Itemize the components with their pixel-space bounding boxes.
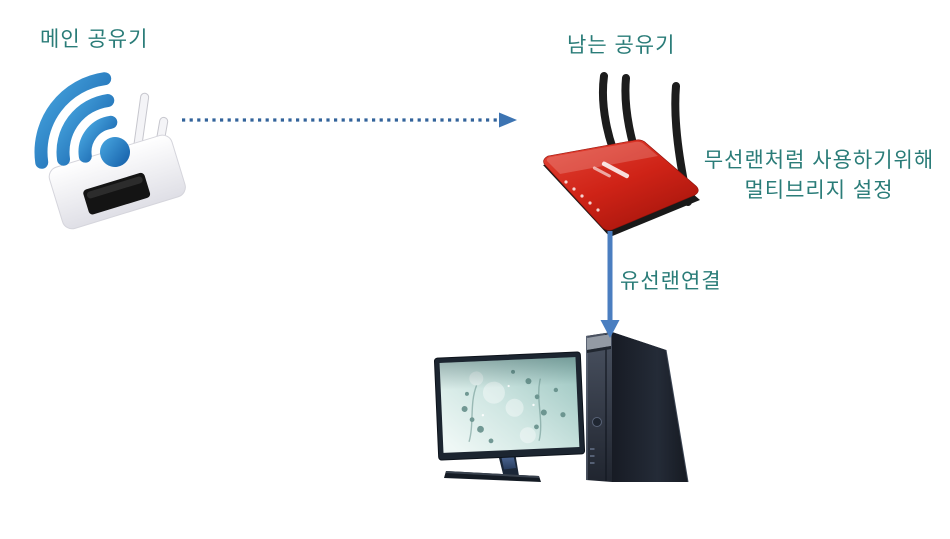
pc-tower: [586, 332, 689, 483]
tower-power-button: [592, 417, 602, 427]
multibridge-label: 무선랜처럼 사용하기위해 멀티브리지 설정: [688, 146, 950, 206]
spare-router-label: 남는 공유기: [567, 34, 676, 57]
solid-arrow-head: [600, 320, 620, 338]
router-body: [48, 134, 186, 230]
multibridge-label-line1: 무선랜처럼 사용하기위해: [703, 149, 935, 172]
wired-link-arrow: [600, 231, 620, 338]
dotted-arrow-head: [499, 112, 517, 128]
wifi-signal-icon: [34, 72, 130, 169]
wired-lan-label: 유선랜연결: [620, 270, 722, 293]
main-router-icon: [34, 72, 186, 230]
spare-router-icon: [543, 72, 700, 237]
router-led-dots: [564, 180, 600, 212]
desktop-pc-icon: [433, 332, 689, 483]
tower-led-dots: [590, 448, 595, 464]
tower-drive-bay: [587, 334, 611, 350]
main-router-label: 메인 공유기: [40, 28, 149, 51]
router-branding-marks: [592, 161, 630, 179]
router-body: [543, 139, 700, 237]
pc-monitor: [433, 351, 586, 482]
wireless-link-arrow: [182, 112, 517, 128]
multibridge-label-line2: 멀티브리지 설정: [744, 179, 894, 202]
